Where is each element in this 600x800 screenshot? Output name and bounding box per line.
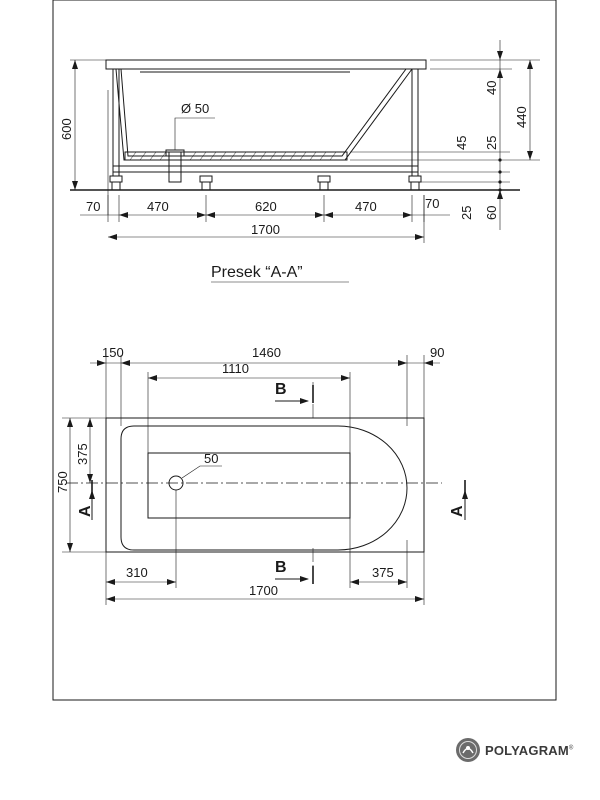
section-b-bottom: B — [275, 559, 287, 576]
plan-inner-length: 1110 — [222, 361, 249, 376]
plan-top-90: 90 — [430, 345, 444, 360]
section-a-left: A — [77, 505, 94, 517]
brand-mark: ® — [568, 745, 574, 752]
plan-bottom-375: 375 — [372, 565, 394, 580]
bottom-seg-2: 470 — [147, 199, 169, 214]
section-b-top: B — [275, 381, 287, 398]
plan-top-150: 150 — [102, 345, 124, 360]
plan-view: 50 150 1460 90 1110 B B A A — [55, 345, 468, 605]
plan-left-375: 375 — [75, 443, 90, 465]
bottom-seg-5: 70 — [425, 196, 439, 211]
section-a-right: A — [449, 505, 466, 517]
brand-name: POLYAGRAM — [485, 742, 569, 758]
bottom-seg-1: 70 — [86, 199, 100, 214]
brand-seal-icon — [456, 738, 480, 762]
plan-left-750: 750 — [55, 471, 70, 493]
section-view: Ø 50 600 70 470 620 470 70 1700 — [59, 40, 540, 283]
plan-overall-length: 1700 — [249, 583, 278, 598]
bottom-seg-4: 470 — [355, 199, 377, 214]
drain-label: 50 — [204, 451, 218, 466]
right-dim-440: 440 — [514, 106, 529, 128]
plan-top-1460: 1460 — [252, 345, 281, 360]
right-dim-40: 40 — [484, 81, 499, 95]
right-dim-45: 45 — [454, 136, 469, 150]
plan-bottom-310: 310 — [126, 565, 148, 580]
right-dim-60: 60 — [484, 206, 499, 220]
pipe-diameter-label: Ø 50 — [181, 101, 209, 116]
bottom-seg-3: 620 — [255, 199, 277, 214]
section-overall-length: 1700 — [251, 222, 280, 237]
height-total-label: 600 — [59, 118, 74, 140]
brand-logo: POLYAGRAM® — [455, 737, 574, 763]
drawing-frame — [52, 0, 557, 701]
right-dim-25b: 25 — [459, 206, 474, 220]
right-dim-25a: 25 — [484, 136, 499, 150]
section-title: Presek “A-A” — [211, 264, 303, 281]
